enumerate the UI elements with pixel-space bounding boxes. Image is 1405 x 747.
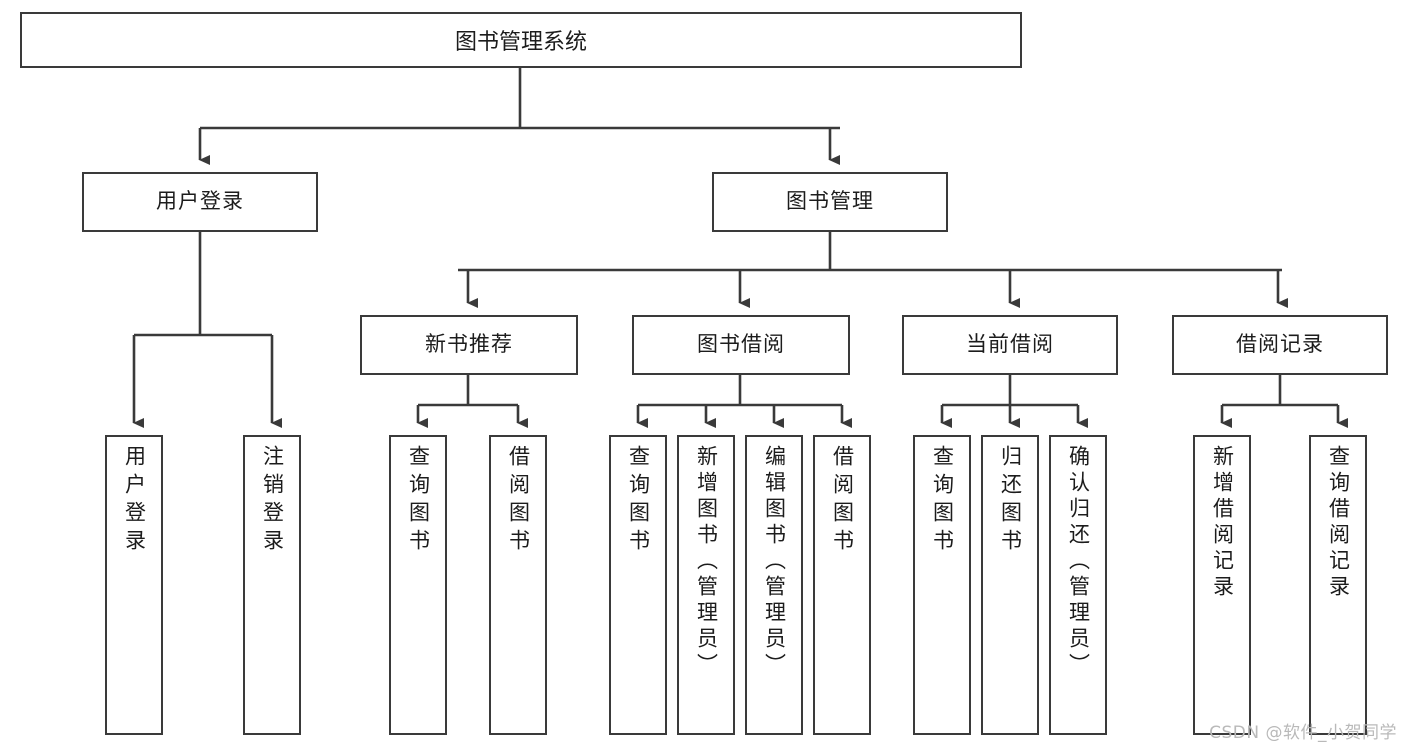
node-label: 查询图书 (626, 445, 651, 557)
node-label: 借阅记录 (1236, 332, 1324, 357)
node-label: 借阅图书 (830, 445, 855, 557)
node-label: 图书管理 (786, 189, 874, 214)
node-label: 查询图书 (930, 445, 955, 557)
node-label: 注销登录 (260, 445, 285, 557)
csdn-watermark: CSDN @软件_小贺同学 (1209, 723, 1397, 743)
node-label: 归还图书 (998, 445, 1023, 557)
leaf-user-login[interactable]: 用户登录 (105, 435, 163, 735)
node-label: 新书推荐 (425, 332, 513, 357)
node-label: 编辑图书（管理员） (762, 445, 787, 679)
node-book-borrow[interactable]: 图书借阅 (632, 315, 850, 375)
node-label: 新增借阅记录 (1210, 445, 1235, 601)
leaf-query-borrow-record[interactable]: 查询借阅记录 (1309, 435, 1367, 735)
node-book-management[interactable]: 图书管理 (712, 172, 948, 232)
node-label: 图书管理系统 (454, 30, 587, 55)
node-label: 确认归还（管理员） (1066, 445, 1091, 679)
node-label: 当前借阅 (966, 332, 1054, 357)
leaf-query-book-recommend[interactable]: 查询图书 (389, 435, 447, 735)
node-borrow-record[interactable]: 借阅记录 (1172, 315, 1388, 375)
node-label: 借阅图书 (506, 445, 531, 557)
node-root-system[interactable]: 图书管理系统 (20, 12, 1022, 68)
node-label: 用户登录 (122, 445, 147, 557)
leaf-add-book-admin[interactable]: 新增图书（管理员） (677, 435, 735, 735)
node-label: 用户登录 (156, 189, 244, 214)
node-label: 图书借阅 (697, 332, 785, 357)
leaf-logout[interactable]: 注销登录 (243, 435, 301, 735)
leaf-confirm-return-admin[interactable]: 确认归还（管理员） (1049, 435, 1107, 735)
node-label: 查询图书 (406, 445, 431, 557)
leaf-borrow-book[interactable]: 借阅图书 (813, 435, 871, 735)
leaf-return-book[interactable]: 归还图书 (981, 435, 1039, 735)
node-user-login[interactable]: 用户登录 (82, 172, 318, 232)
leaf-query-book-borrow[interactable]: 查询图书 (609, 435, 667, 735)
leaf-borrow-book-recommend[interactable]: 借阅图书 (489, 435, 547, 735)
node-current-borrow[interactable]: 当前借阅 (902, 315, 1118, 375)
node-new-book-recommend[interactable]: 新书推荐 (360, 315, 578, 375)
node-label: 查询借阅记录 (1326, 445, 1351, 601)
leaf-query-book-current[interactable]: 查询图书 (913, 435, 971, 735)
node-label: 新增图书（管理员） (694, 445, 719, 679)
leaf-add-borrow-record[interactable]: 新增借阅记录 (1193, 435, 1251, 735)
leaf-edit-book-admin[interactable]: 编辑图书（管理员） (745, 435, 803, 735)
